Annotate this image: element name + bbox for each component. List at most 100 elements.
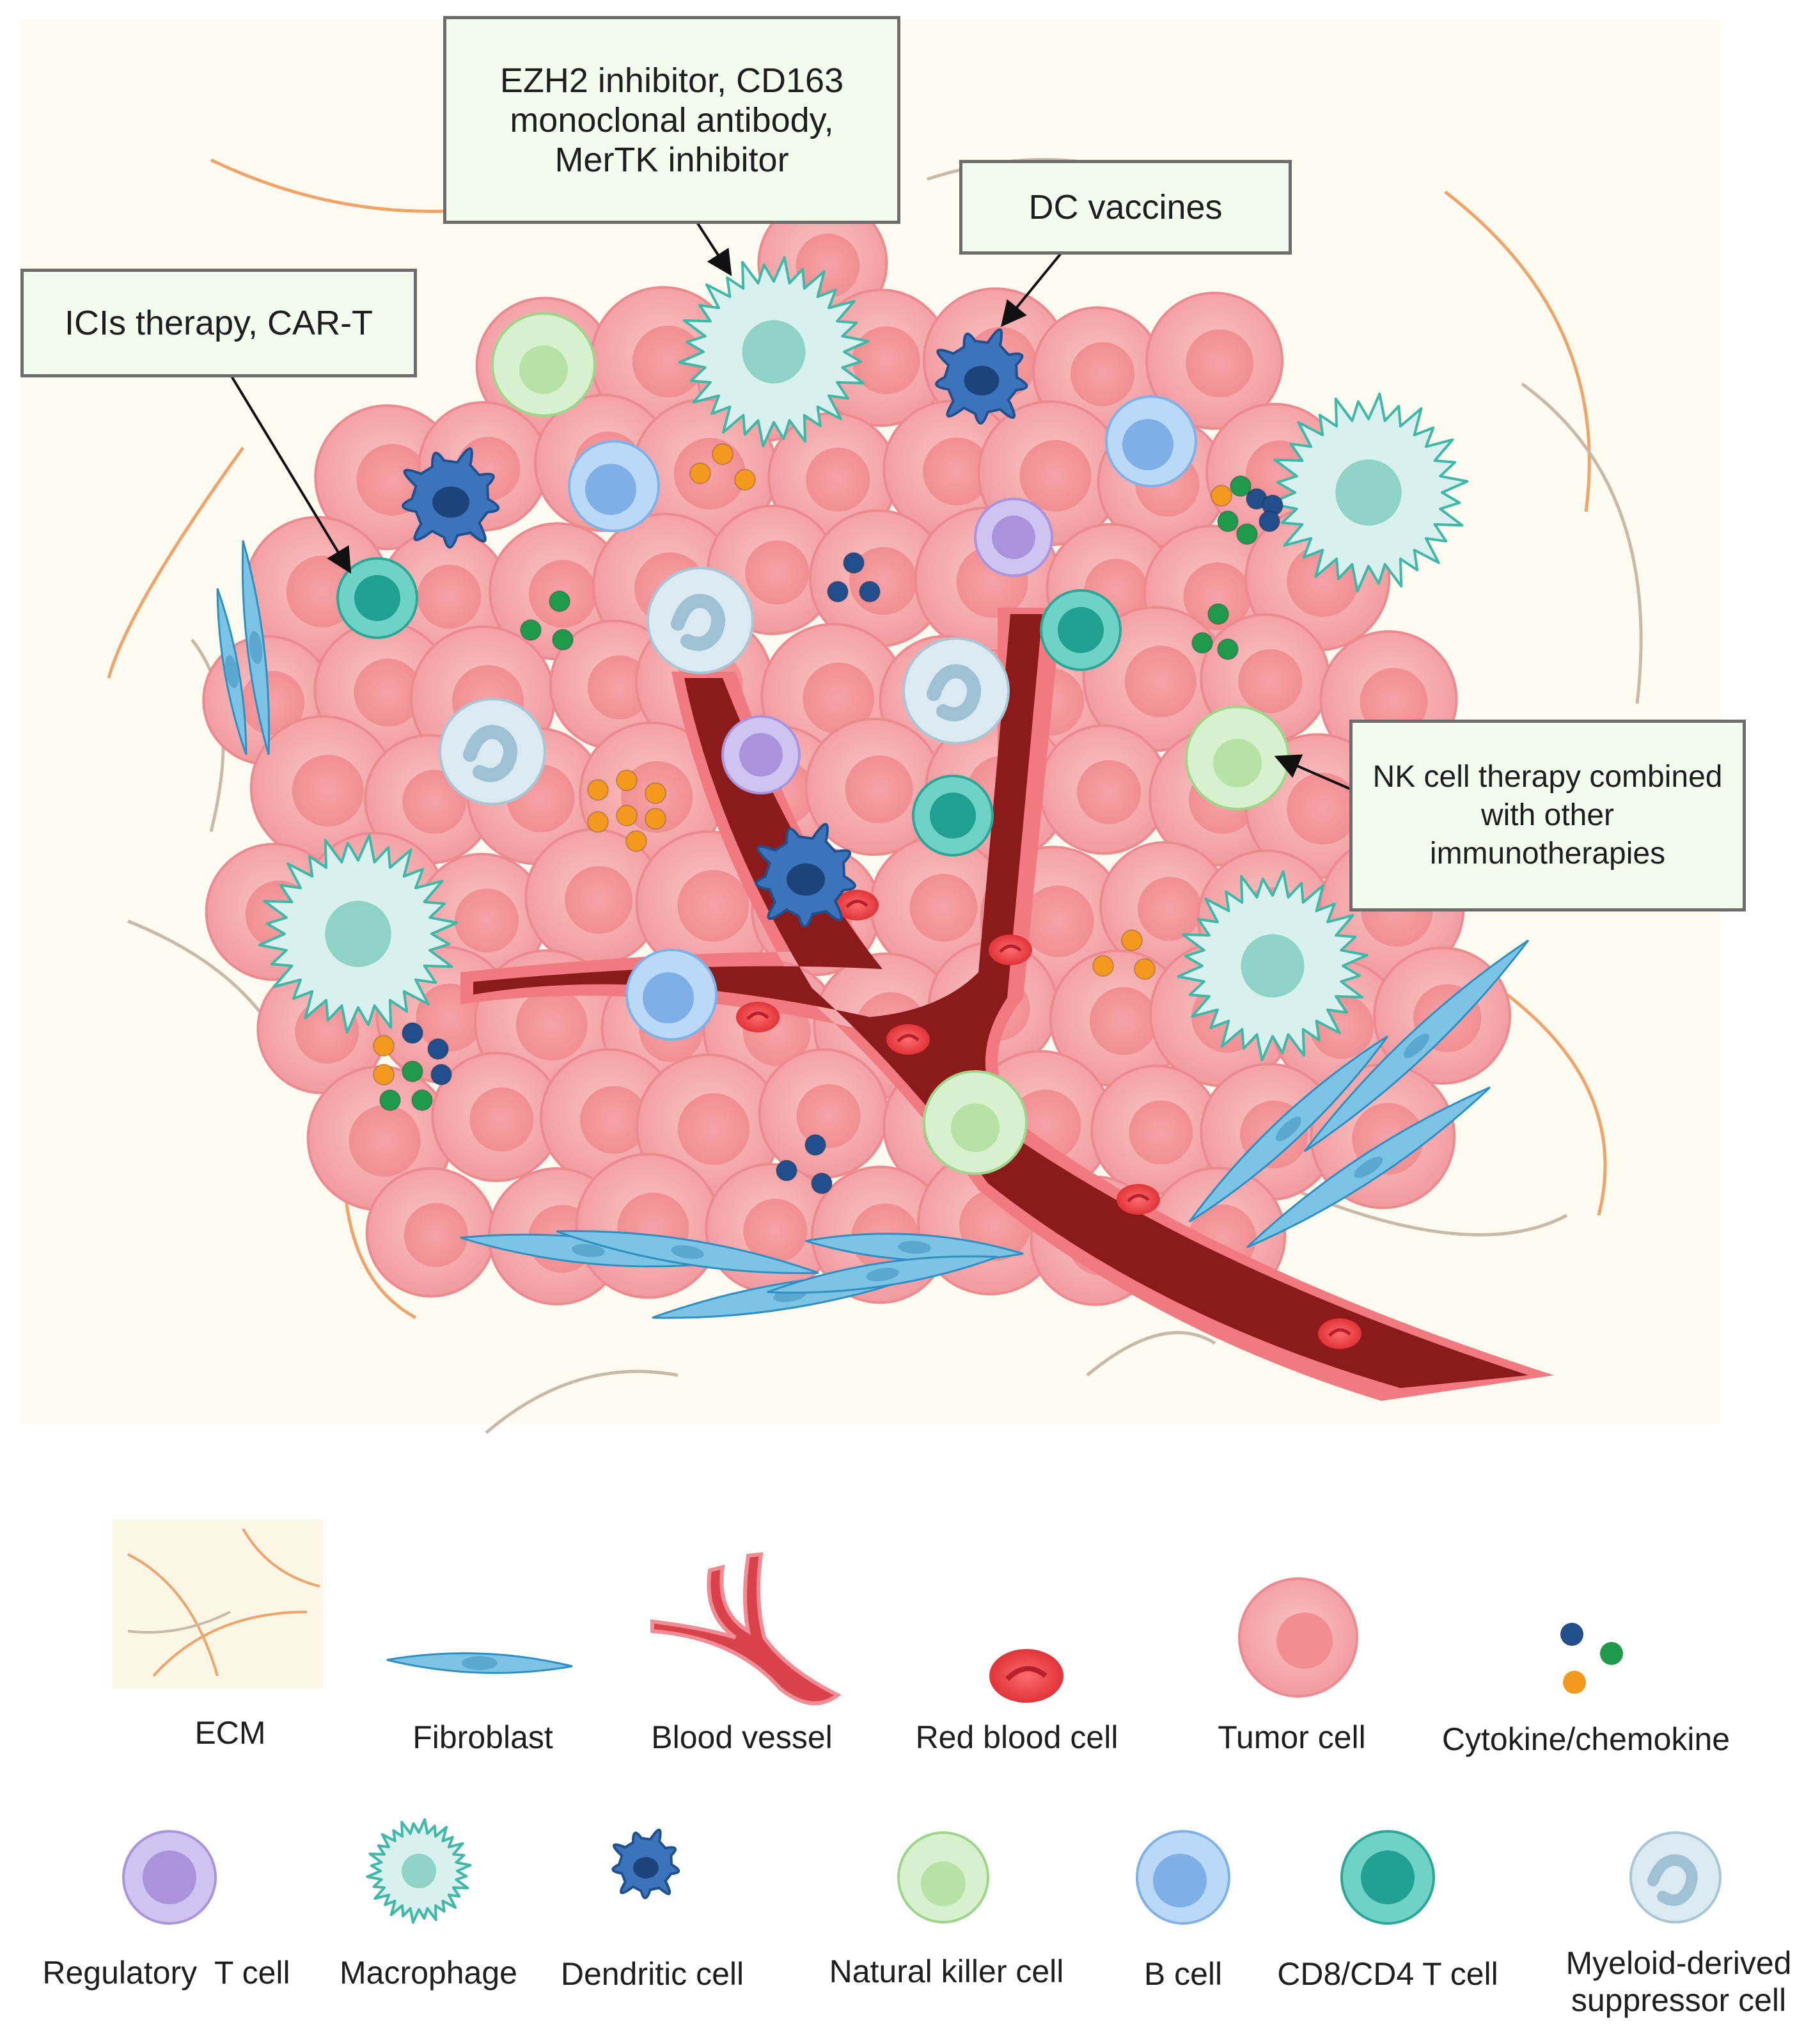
tumor-cell-nucleus: [909, 874, 978, 942]
fibroblast-nucleus: [1403, 1033, 1430, 1059]
t-cell-nucleus: [930, 793, 976, 839]
legend-red-blood-cell-icon: [989, 1649, 1063, 1703]
red-blood-cell: [1318, 1318, 1361, 1349]
cytokine: [402, 1061, 423, 1082]
cytokine: [776, 1160, 797, 1181]
cytokine: [645, 782, 666, 804]
tumor-cell-nucleus: [587, 655, 652, 720]
tumor-cell-nucleus: [1183, 562, 1251, 631]
fibroblast-nucleus: [898, 1240, 931, 1254]
legend-label-red-blood-cell: Red blood cell: [915, 1719, 1118, 1755]
b-cell-nucleus: [643, 972, 694, 1023]
tumor-cell-nucleus: [677, 870, 749, 942]
mdsc-nucleus: [463, 725, 518, 782]
cytokine: [1217, 638, 1239, 660]
red-blood-cell: [989, 935, 1032, 965]
cytokine: [1121, 929, 1143, 951]
macrophage-nucleus: [742, 320, 806, 384]
cytokine: [645, 808, 666, 830]
vessel-inner: [473, 614, 1528, 1388]
cytokine: [1134, 958, 1156, 980]
tumor-cell-nucleus: [1287, 773, 1359, 845]
tumor-cell-nucleus: [354, 658, 422, 727]
red-blood-cell-groove: [1127, 1194, 1150, 1203]
myeloid-derived-suppressor-cell: [902, 637, 1010, 745]
legend-label-nk-cell: Natural killer cell: [829, 1953, 1064, 1989]
cytokine: [712, 443, 733, 465]
callout-ezh2-therapy: EZH2 inhibitor, CD163 monoclonal antibod…: [443, 16, 900, 224]
red-blood-cell-groove: [999, 944, 1022, 953]
tumor-cell-nucleus: [796, 1084, 861, 1148]
dendritic-cell-nucleus: [432, 486, 469, 518]
cytokine: [859, 581, 881, 603]
legend-label-mdsc-line1: Myeloid-derived: [1565, 1945, 1792, 1981]
cytokine: [427, 1038, 449, 1060]
tumor-cell-nucleus: [1124, 645, 1196, 718]
tumor-cell-nucleus: [845, 755, 913, 824]
arrow-dc-vaccines: [1000, 251, 1063, 327]
fibroblast-nucleus: [1275, 1116, 1302, 1142]
legend-dendritic-cell-icon: [611, 1828, 680, 1900]
legend-label-blood-vessel: Blood vessel: [651, 1719, 833, 1755]
callout-arrows: [229, 216, 1353, 791]
legend-label-cytokine: Cytokine/chemokine: [1441, 1721, 1730, 1757]
tumor-cell-nucleus: [580, 1085, 648, 1154]
mdsc-nucleus: [671, 594, 726, 651]
cytokine: [430, 1064, 452, 1085]
callout-dc-vaccines-text: DC vaccines: [1028, 188, 1223, 226]
mdsc-nucleus: [927, 664, 982, 722]
fibroblast-nucleus: [866, 1267, 899, 1282]
legend-label-mdsc-line2: suppressor cell: [1571, 1982, 1787, 2018]
cytokine: [1191, 632, 1213, 654]
t-cell-nucleus: [354, 575, 400, 621]
tumor-cell-nucleus: [417, 564, 482, 629]
fibroblast-nucleus: [1354, 1156, 1383, 1178]
immune-cells: [258, 256, 1469, 1175]
red-blood-cell: [1117, 1184, 1160, 1215]
tumor-cell-nucleus: [803, 662, 875, 734]
cytokine: [804, 1134, 826, 1156]
legend-cytokine-icon: [1560, 1623, 1623, 1694]
tumor-cell-nucleus: [678, 1093, 750, 1165]
tumor-cell-nucleus: [1071, 342, 1135, 406]
arrow-icis: [229, 373, 352, 574]
cytokine: [373, 1064, 395, 1085]
tumor-cell-nucleus: [1360, 668, 1428, 736]
legend-label-tumor-cell: Tumor cell: [1218, 1719, 1366, 1755]
blood-vessels: [460, 608, 1554, 1401]
tumor-cell-nucleus: [1089, 987, 1157, 1055]
legend-nk-icon: [897, 1831, 989, 1923]
callout-icis-text: ICIs therapy, CAR-T: [64, 304, 373, 342]
tumor-cell-nucleus: [1077, 760, 1141, 825]
cytokine: [843, 552, 865, 574]
red-blood-cell: [736, 1002, 780, 1032]
myeloid-derived-suppressor-cell: [439, 698, 546, 805]
fibroblast-nucleus: [224, 655, 239, 688]
dendritic-cell-nucleus: [787, 863, 825, 896]
fibroblast-nucleus: [572, 1243, 605, 1258]
dendritic-cell-nucleus: [964, 365, 1000, 396]
cytokine: [811, 1172, 833, 1194]
macrophage-nucleus: [1335, 459, 1402, 526]
tumor-cell-nucleus: [292, 755, 364, 827]
cytokine: [1092, 955, 1114, 977]
legend-label-macrophage: Macrophage: [340, 1955, 517, 1991]
treg-nucleus: [739, 733, 783, 777]
tumor-cell-nucleus: [806, 447, 870, 512]
callout-ezh2-text: EZH2 inhibitor, CD163 monoclonal antibod…: [499, 61, 844, 179]
tumor-cell-nucleus: [1022, 885, 1094, 958]
tumor-cell-nucleus: [1186, 329, 1254, 398]
legend-icons-row2: [122, 1818, 1722, 1925]
nk-nucleus: [951, 1103, 1000, 1152]
legend-label-fibroblast: Fibroblast: [412, 1719, 553, 1755]
red-blood-cell-groove: [1328, 1328, 1351, 1337]
arrow-nk: [1274, 754, 1353, 791]
cytokine: [1236, 523, 1258, 545]
cytokine: [616, 769, 638, 791]
callout-dc-vaccines: DC vaccines: [959, 160, 1292, 255]
tumor-cell-nucleus: [349, 1105, 421, 1177]
legend-label-treg: Regulatory T cell: [42, 1955, 290, 1991]
tumor-cell-nucleus: [923, 437, 991, 505]
cytokine: [827, 581, 849, 603]
